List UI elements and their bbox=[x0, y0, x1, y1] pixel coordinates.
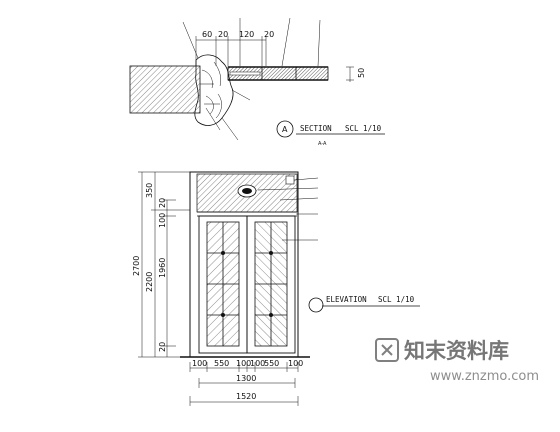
elevation-dim-small: 20 bbox=[158, 342, 167, 352]
elevation-dim-bottom: 100 bbox=[236, 359, 251, 368]
section-marker-label: A bbox=[282, 125, 288, 134]
section-frame-molding bbox=[194, 54, 234, 126]
section-dim: 20 bbox=[218, 30, 228, 39]
elevation-dim-inner: 350 bbox=[145, 183, 154, 198]
watermark-logo-icon bbox=[375, 338, 399, 362]
elevation-dim-bottom: 100 bbox=[250, 359, 265, 368]
elevation-title: ELEVATION bbox=[326, 295, 367, 304]
elevation-dim-outer: 2700 bbox=[132, 256, 141, 276]
door-leaf-right bbox=[246, 215, 296, 354]
elevation-dim-total: 1520 bbox=[236, 392, 256, 401]
section-marker bbox=[276, 120, 294, 138]
section-wall bbox=[129, 65, 201, 114]
watermark-name: 知末资料库 bbox=[404, 339, 509, 363]
elevation-dim-bottom: 550 bbox=[264, 359, 279, 368]
elevation-dim-small: 100 bbox=[158, 213, 167, 228]
section-dim: 120 bbox=[239, 30, 254, 39]
elevation-dim-small: 1960 bbox=[158, 258, 167, 278]
watermark: 知末资料库 www.znzmo.com bbox=[375, 338, 539, 384]
elevation-dim-inner: 2200 bbox=[145, 272, 154, 292]
elevation-scale: SCL 1/10 bbox=[378, 295, 415, 304]
elevation-dim-bottom: 100 bbox=[192, 359, 207, 368]
section-dim: 60 bbox=[202, 30, 212, 39]
elevation-dim-mid: 1300 bbox=[236, 374, 256, 383]
section-title: SECTION bbox=[300, 124, 332, 133]
elevation-dim-bottom: 100 bbox=[288, 359, 303, 368]
section-scale: SCL 1/10 bbox=[345, 124, 382, 133]
section-dim-right: 50 bbox=[357, 68, 366, 78]
elevation-dim-bottom: 550 bbox=[214, 359, 229, 368]
section-subtitle: A-A bbox=[318, 141, 327, 147]
elevation-marker bbox=[308, 297, 324, 313]
section-view: 60 20 120 20 50 A SECTION SCL 1/10 A-A bbox=[129, 17, 385, 147]
section-dim: 20 bbox=[264, 30, 274, 39]
watermark-url: www.znzmo.com bbox=[430, 369, 539, 384]
elevation-dim-small: 20 bbox=[158, 198, 167, 208]
elevation-view: 2700 350 2200 20 100 1960 20 100 550 100… bbox=[132, 171, 420, 406]
